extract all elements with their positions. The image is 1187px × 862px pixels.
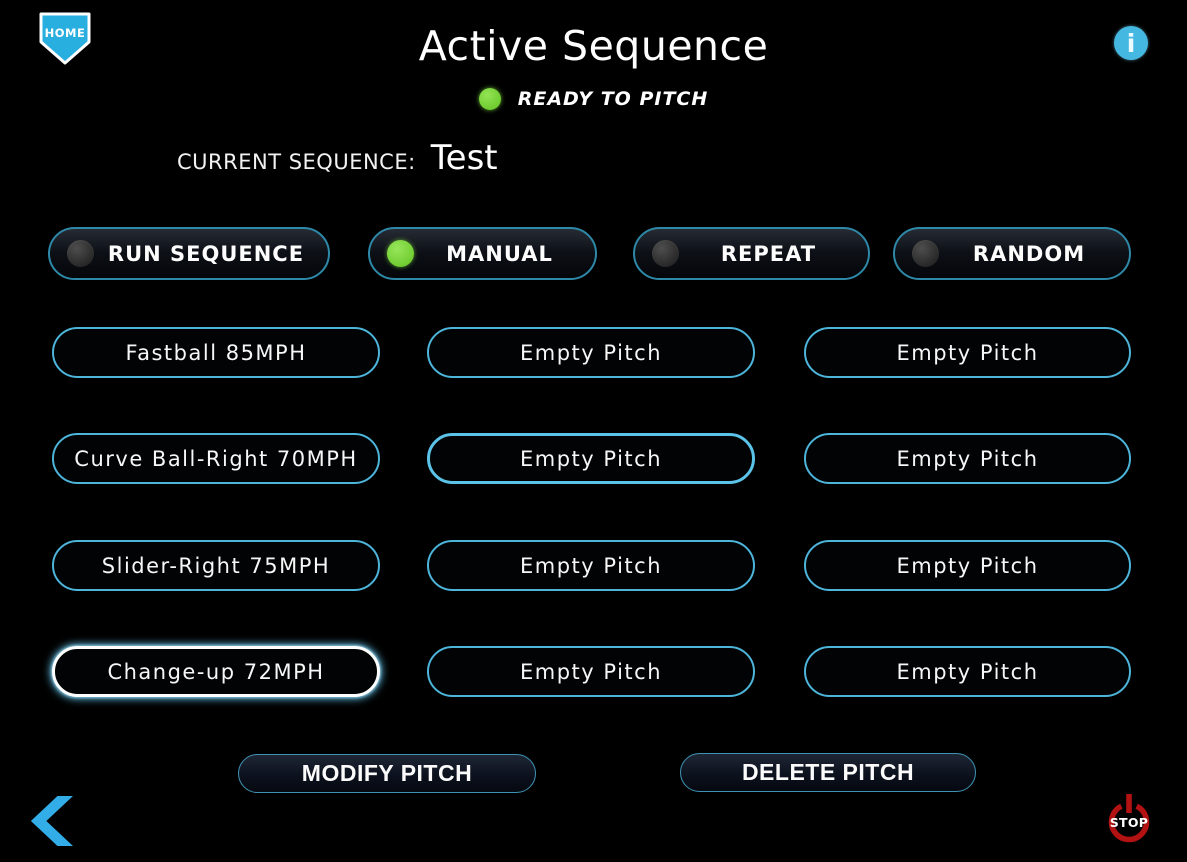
pitch-button-4-2[interactable]: Empty Pitch <box>427 646 755 697</box>
stop-button[interactable]: STOP <box>1105 792 1153 850</box>
radio-indicator-icon <box>912 240 939 267</box>
home-button-label: HOME <box>45 26 86 40</box>
power-stop-icon: STOP <box>1108 794 1150 843</box>
radio-indicator-icon <box>652 240 679 267</box>
delete-pitch-button[interactable]: DELETE PITCH <box>680 753 976 792</box>
current-sequence-name: Test <box>430 138 498 178</box>
pitch-button-3-3[interactable]: Empty Pitch <box>804 540 1131 591</box>
home-button[interactable]: HOME <box>37 11 93 67</box>
mode-label: MANUAL <box>446 241 553 266</box>
current-sequence-label: CURRENT SEQUENCE: <box>177 150 416 174</box>
modify-pitch-button[interactable]: MODIFY PITCH <box>238 754 536 793</box>
pitch-button-3-1[interactable]: Slider-Right 75MPH <box>52 540 380 591</box>
radio-indicator-icon <box>387 240 414 267</box>
radio-indicator-icon <box>67 240 94 267</box>
info-icon: i <box>1126 28 1136 58</box>
current-sequence: CURRENT SEQUENCE: Test <box>177 138 498 178</box>
mode-label: RUN SEQUENCE <box>107 241 305 266</box>
pitch-button-4-1[interactable]: Change-up 72MPH <box>52 646 380 697</box>
pitch-button-4-3[interactable]: Empty Pitch <box>804 646 1131 697</box>
mode-label: RANDOM <box>972 241 1086 266</box>
pitch-button-3-2[interactable]: Empty Pitch <box>427 540 755 591</box>
page-title: Active Sequence <box>418 22 769 70</box>
pitch-button-1-3[interactable]: Empty Pitch <box>804 327 1131 378</box>
ready-indicator-icon <box>478 88 501 110</box>
mode-repeat-button[interactable]: REPEAT <box>633 227 870 280</box>
info-button[interactable]: i <box>1114 26 1148 60</box>
stop-label: STOP <box>1110 815 1149 830</box>
back-arrow-button[interactable] <box>30 796 73 846</box>
pitch-button-1-1[interactable]: Fastball 85MPH <box>52 327 380 378</box>
pitch-button-2-1[interactable]: Curve Ball-Right 70MPH <box>52 433 380 484</box>
mode-random-button[interactable]: RANDOM <box>893 227 1131 280</box>
mode-run-sequence-button[interactable]: RUN SEQUENCE <box>48 227 330 280</box>
mode-label: REPEAT <box>720 241 817 266</box>
status-text: READY TO PITCH <box>517 88 709 110</box>
mode-manual-button[interactable]: MANUAL <box>368 227 597 280</box>
pitch-button-1-2[interactable]: Empty Pitch <box>427 327 755 378</box>
pitch-button-2-3[interactable]: Empty Pitch <box>804 433 1131 484</box>
machine-status: READY TO PITCH <box>0 88 1187 110</box>
pitch-button-2-2[interactable]: Empty Pitch <box>427 433 755 484</box>
home-plate-icon: HOME <box>39 12 91 65</box>
